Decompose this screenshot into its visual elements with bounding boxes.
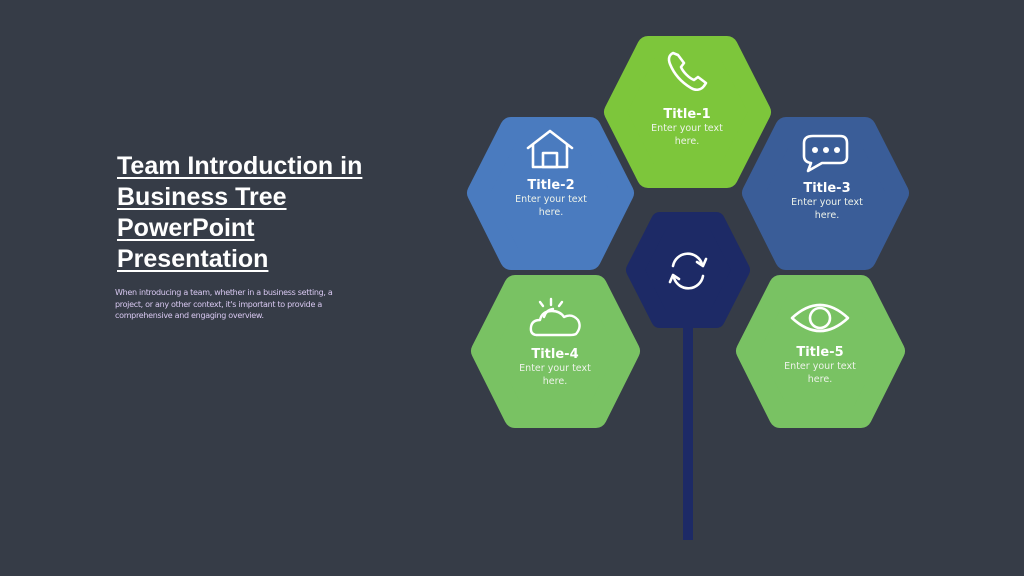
hexagon-4-label: Title-4 Enter your text here. — [495, 347, 615, 388]
phone-icon — [667, 51, 708, 92]
hexagon-2 — [467, 117, 634, 270]
hexagon-3 — [742, 117, 909, 270]
hexagon-1 — [604, 36, 771, 188]
title-block: Team Introduction in Business Tree Power… — [117, 151, 407, 275]
center-hexagon — [626, 212, 750, 328]
hexagon-4 — [471, 275, 640, 428]
hexagon-2-label: Title-2 Enter your text here. — [491, 178, 611, 219]
hexagon-3-body: Enter your text here. — [791, 197, 863, 221]
slide-title: Team Introduction in Business Tree Power… — [117, 151, 407, 275]
hexagon-1-title: Title-1 — [663, 107, 711, 122]
title-line-2: Business Tree — [117, 183, 287, 211]
hexagon-5 — [736, 275, 905, 428]
partly-cloudy-icon — [529, 297, 581, 337]
hexagon-4-body: Enter your text here. — [519, 363, 591, 387]
title-line-3: PowerPoint — [117, 214, 255, 242]
home-icon — [526, 129, 574, 169]
slide-description: When introducing a team, whether in a bu… — [115, 288, 333, 320]
refresh-icon — [668, 252, 708, 290]
hexagon-5-body: Enter your text here. — [784, 361, 856, 385]
title-line-1: Team Introduction in — [117, 152, 363, 180]
hexagon-3-label: Title-3 Enter your text here. — [767, 181, 887, 222]
hexagon-4-title: Title-4 — [531, 347, 579, 362]
hexagon-1-body: Enter your text here. — [651, 123, 723, 147]
hexagon-2-body: Enter your text here. — [515, 194, 587, 218]
tree-stem — [683, 300, 693, 540]
hexagon-3-title: Title-3 — [803, 181, 851, 196]
hexagon-2-title: Title-2 — [527, 178, 575, 193]
chat-bubble-icon — [802, 134, 849, 173]
hexagon-5-label: Title-5 Enter your text here. — [760, 345, 880, 386]
eye-icon — [790, 303, 850, 333]
hexagon-5-title: Title-5 — [796, 345, 844, 360]
hexagon-1-label: Title-1 Enter your text here. — [627, 107, 747, 148]
title-line-4: Presentation — [117, 245, 269, 273]
